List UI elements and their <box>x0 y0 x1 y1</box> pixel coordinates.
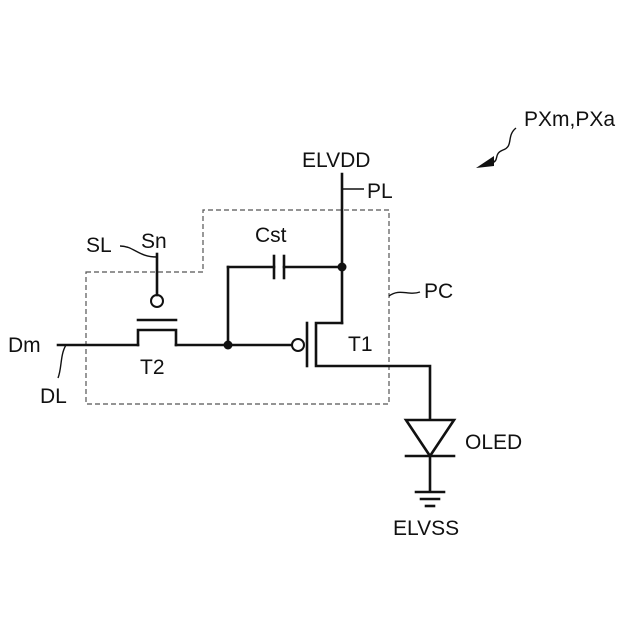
oled-diode-triangle <box>406 420 454 456</box>
t2-label: T2 <box>140 356 165 379</box>
dl-label: DL <box>40 385 67 408</box>
dl-leader <box>58 345 66 378</box>
oled-label: OLED <box>465 431 522 454</box>
pl-label: PL <box>367 180 393 203</box>
pc-label: PC <box>424 280 453 303</box>
sl-label: SL <box>86 234 112 257</box>
dm-label: Dm <box>8 334 41 357</box>
cst-label: Cst <box>255 224 287 247</box>
pixel-circuit-boundary <box>86 210 389 404</box>
sn-label: Sn <box>141 230 167 253</box>
t1-channel <box>316 323 430 418</box>
t1-gate-bubble <box>292 339 304 351</box>
junction-dot-pl <box>338 263 347 272</box>
pixel-pointer-squiggle <box>492 128 516 163</box>
elvss-label: ELVSS <box>393 517 459 540</box>
pixel-label: PXm,PXa <box>524 108 615 131</box>
pc-leader <box>389 292 420 296</box>
elvdd-label: ELVDD <box>302 149 370 172</box>
t2-channel <box>138 330 176 345</box>
pixel-pointer-arrowhead <box>476 156 494 168</box>
t2-gate-bubble <box>151 295 163 307</box>
t1-label: T1 <box>348 333 373 356</box>
junction-dot-gate <box>224 341 233 350</box>
